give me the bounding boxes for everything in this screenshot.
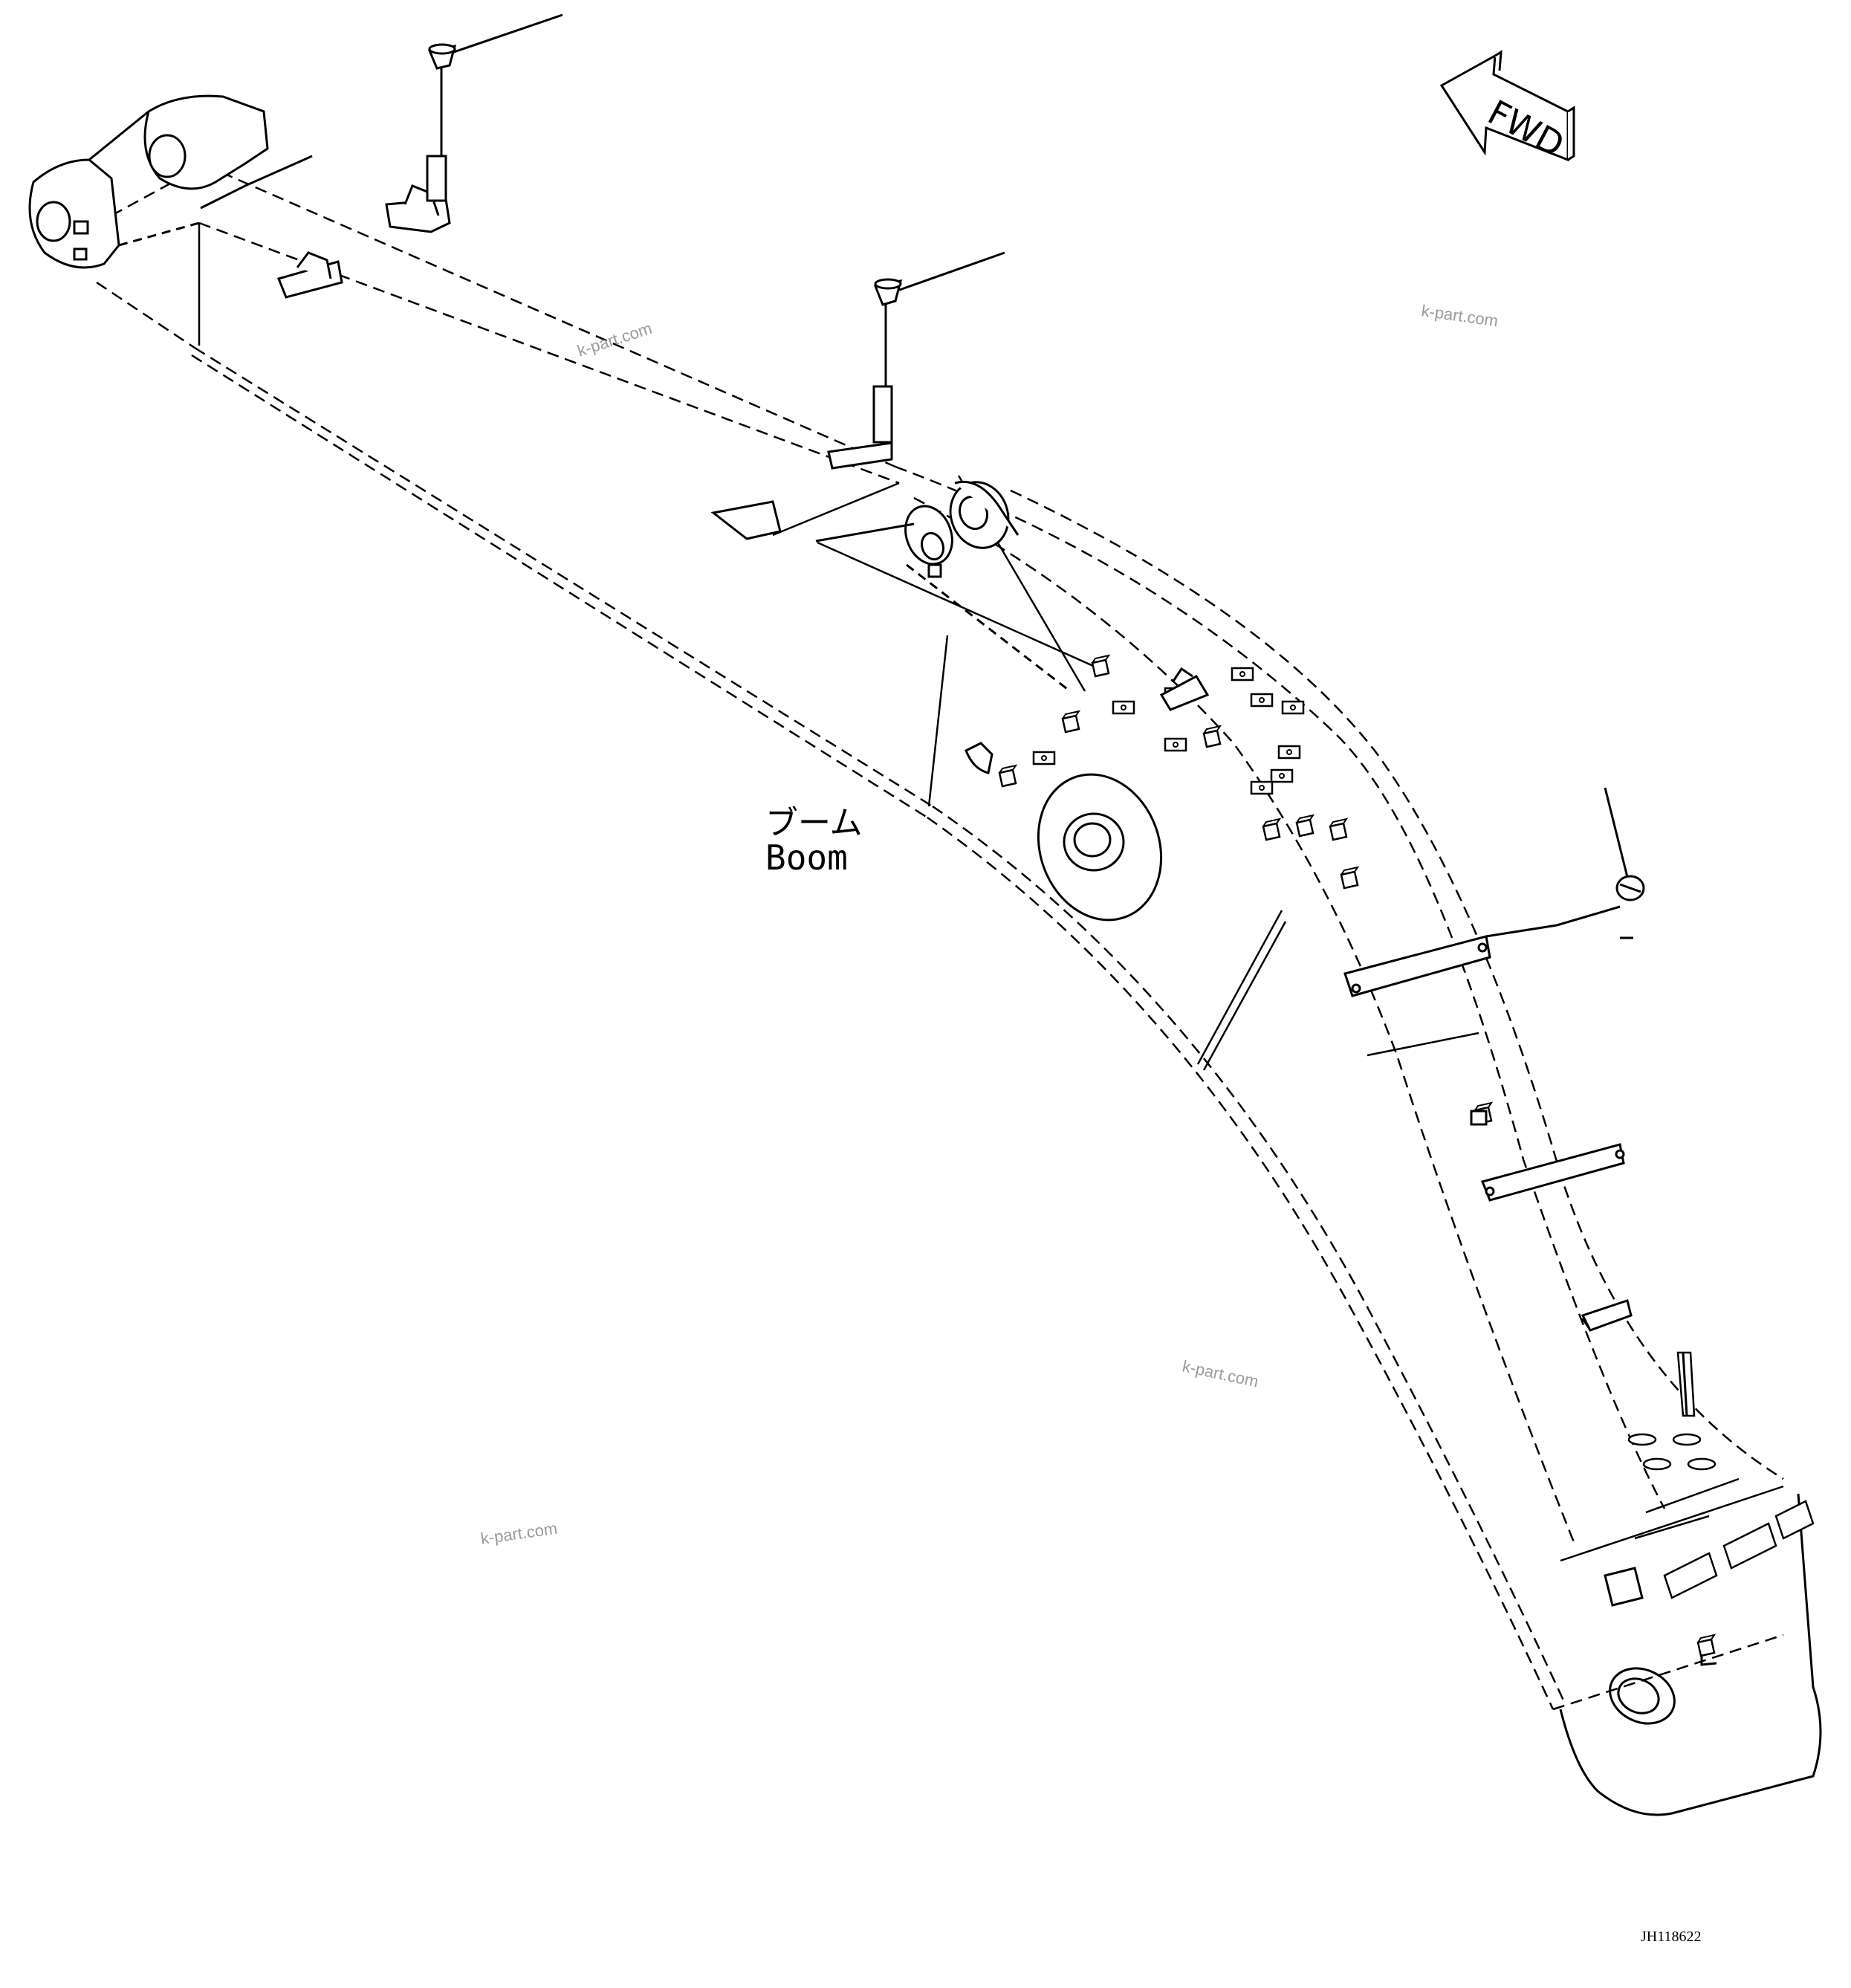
drawing-code: JH118622 [1641, 1929, 1701, 1945]
boom-sections [198, 223, 1784, 1562]
part-label-en: Boom [765, 838, 848, 878]
callout-leaders [440, 13, 1633, 939]
hose-clamp-bars [1343, 924, 1688, 1416]
watermark: k-part.com [1420, 301, 1499, 330]
boom-foot [28, 94, 313, 269]
fwd-arrow-icon: FWD [1439, 50, 1575, 165]
top-brackets [276, 184, 1210, 711]
grease-fitting-callouts [426, 43, 1645, 901]
cylinder-bracket [815, 480, 1071, 693]
watermark: k-part.com [479, 1519, 558, 1548]
boom-body [96, 163, 1784, 1711]
watermark: k-part.com [1181, 1356, 1260, 1390]
part-label-jp: ブーム [765, 804, 863, 842]
watermark: k-part.com [575, 319, 655, 360]
foot-pin-boss [965, 742, 1163, 922]
nose-clamps [1581, 1303, 1815, 1599]
boom-nose [1559, 1493, 1822, 1816]
